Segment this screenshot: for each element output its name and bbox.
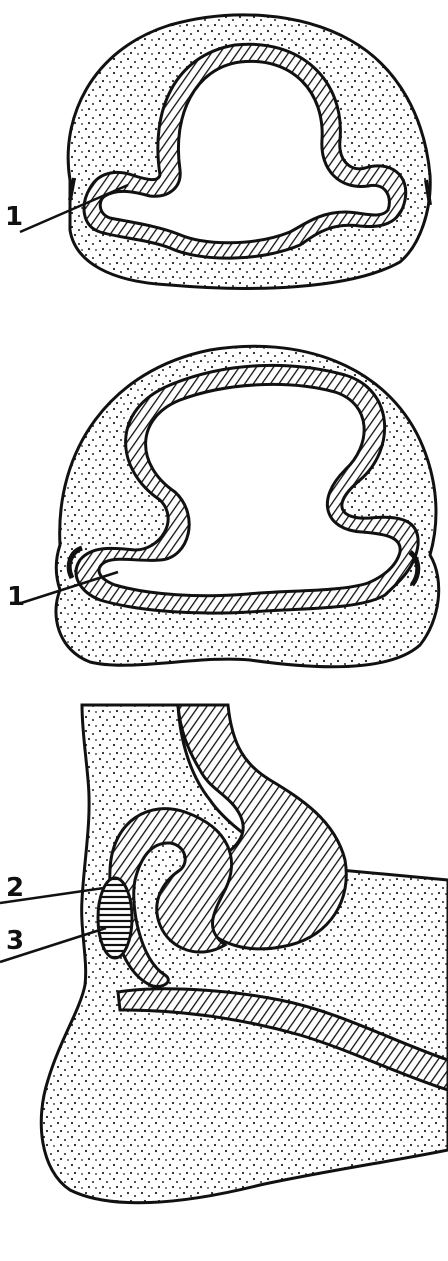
- panel-bottom-striated-oval: [98, 878, 132, 958]
- label-3-bottom: 3: [6, 928, 24, 954]
- panel-top: [20, 15, 430, 289]
- label-1-top: 1: [5, 204, 23, 230]
- label-2-bottom: 2: [6, 875, 24, 901]
- panel-middle: [18, 346, 439, 667]
- label-1-middle: 1: [7, 584, 25, 610]
- panel-bottom: [0, 705, 448, 1203]
